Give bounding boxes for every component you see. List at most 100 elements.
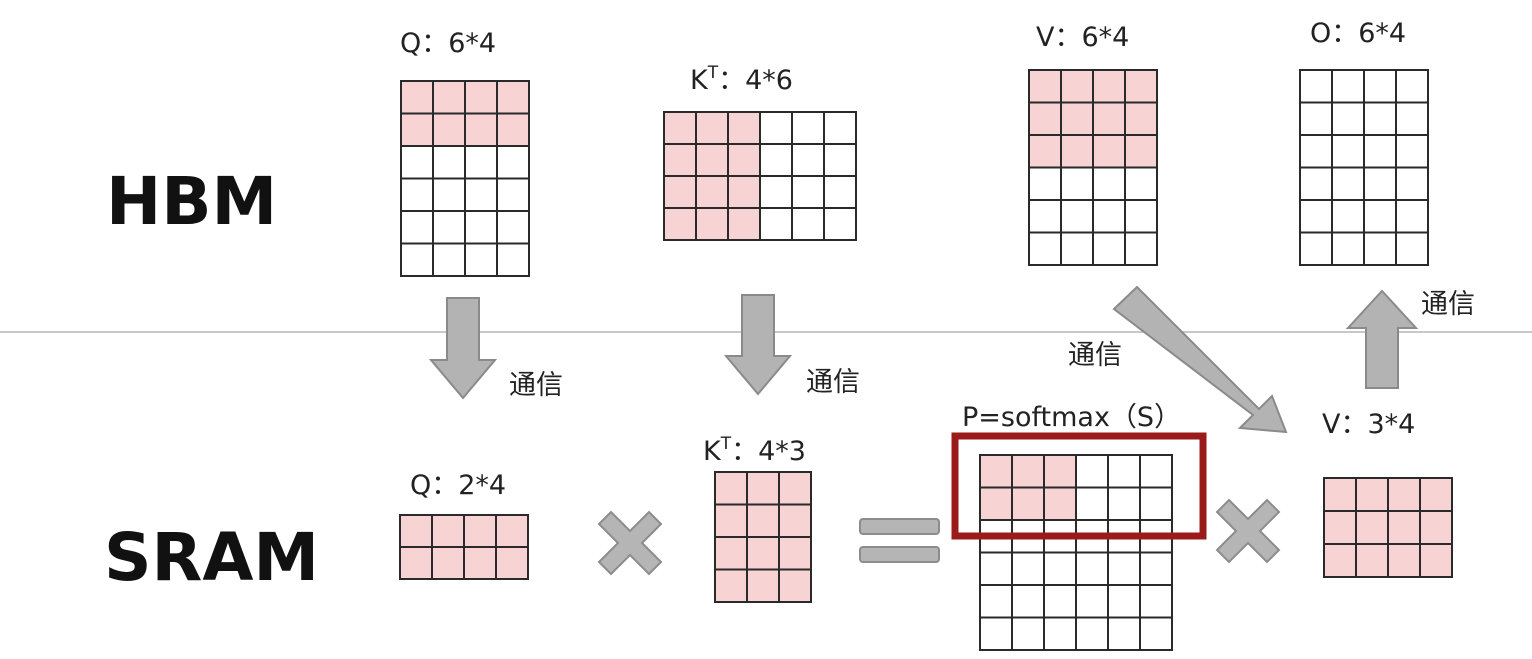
- matrix-cell-highlighted: [727, 143, 761, 177]
- sram-v-label: V：3*4: [1322, 409, 1415, 440]
- matrix-cell: [1299, 166, 1333, 201]
- matrix-cell: [979, 584, 1013, 619]
- matrix-cell-highlighted: [463, 546, 497, 580]
- matrix-cell: [464, 210, 498, 245]
- matrix-cell: [464, 177, 498, 212]
- matrix-cell-highlighted: [778, 503, 812, 538]
- matrix-cell: [1331, 134, 1365, 169]
- matrix-cell: [1092, 166, 1126, 201]
- matrix-cell: [1299, 231, 1333, 266]
- matrix-cell: [759, 143, 793, 177]
- matrix-cell: [1011, 616, 1045, 651]
- matrix-cell-highlighted: [463, 514, 497, 548]
- sram-q-label: Q：2*4: [410, 470, 506, 501]
- matrix-cell: [1395, 134, 1429, 169]
- matrix-cell: [1011, 551, 1045, 586]
- matrix-cell: [432, 145, 466, 180]
- matrix-cell-highlighted: [979, 486, 1013, 521]
- matrix-cell: [791, 111, 825, 145]
- matrix-cell: [1363, 134, 1397, 169]
- matrix-cell: [1124, 199, 1158, 234]
- matrix-cell: [1395, 166, 1429, 201]
- matrix-cell: [1060, 231, 1094, 266]
- multiply-icon: [597, 510, 663, 576]
- matrix-cell: [1363, 166, 1397, 201]
- matrix-cell-highlighted: [1124, 134, 1158, 169]
- matrix-cell-highlighted: [495, 546, 529, 580]
- matrix-cell: [791, 175, 825, 209]
- matrix-cell: [823, 207, 857, 241]
- matrix-cell: [1395, 231, 1429, 266]
- matrix-cell-highlighted: [746, 503, 780, 538]
- hbm-v-matrix: [1028, 69, 1158, 266]
- matrix-cell-highlighted: [1092, 101, 1126, 136]
- matrix-cell: [1331, 69, 1365, 104]
- matrix-cell-highlighted: [431, 514, 465, 548]
- matrix-cell-highlighted: [399, 514, 433, 548]
- matrix-cell-highlighted: [1323, 510, 1357, 545]
- matrix-cell-highlighted: [464, 112, 498, 147]
- matrix-cell-highlighted: [1011, 454, 1045, 489]
- matrix-cell-highlighted: [663, 111, 697, 145]
- matrix-cell: [1363, 199, 1397, 234]
- matrix-cell-highlighted: [746, 471, 780, 506]
- matrix-cell-highlighted: [1419, 477, 1453, 512]
- matrix-cell-highlighted: [1355, 510, 1389, 545]
- matrix-cell-highlighted: [1092, 134, 1126, 169]
- matrix-cell: [791, 207, 825, 241]
- sram-label: SRAM: [104, 519, 319, 596]
- matrix-cell-highlighted: [1043, 486, 1077, 521]
- matrix-cell: [1139, 584, 1173, 619]
- hbm-o-matrix: [1299, 69, 1429, 266]
- matrix-cell: [1107, 616, 1141, 651]
- matrix-cell: [1363, 231, 1397, 266]
- matrix-cell-highlighted: [778, 471, 812, 506]
- matrix-cell-highlighted: [695, 111, 729, 145]
- q-transfer-down-arrow: [428, 297, 498, 400]
- matrix-cell: [496, 210, 530, 245]
- matrix-cell: [1043, 616, 1077, 651]
- matrix-cell: [1107, 454, 1141, 489]
- matrix-cell: [1028, 166, 1062, 201]
- matrix-cell-highlighted: [464, 80, 498, 115]
- matrix-cell: [464, 242, 498, 277]
- matrix-cell: [759, 111, 793, 145]
- matrix-cell: [1043, 584, 1077, 619]
- matrix-cell-highlighted: [1028, 134, 1062, 169]
- matrix-cell-highlighted: [1355, 477, 1389, 512]
- matrix-cell-highlighted: [727, 111, 761, 145]
- matrix-cell-highlighted: [400, 112, 434, 147]
- matrix-cell: [1075, 616, 1109, 651]
- matrix-cell-highlighted: [1387, 543, 1421, 578]
- o-transfer-up-arrow: [1345, 289, 1419, 389]
- sram-p-matrix: [979, 454, 1173, 651]
- matrix-cell-highlighted: [495, 514, 529, 548]
- matrix-cell: [1299, 134, 1333, 169]
- matrix-cell-highlighted: [1028, 101, 1062, 136]
- hbm-q-matrix: [400, 80, 530, 277]
- matrix-cell: [1060, 199, 1094, 234]
- matrix-cell-highlighted: [1124, 101, 1158, 136]
- matrix-cell: [1363, 69, 1397, 104]
- matrix-cell-highlighted: [663, 143, 697, 177]
- matrix-cell: [759, 207, 793, 241]
- matrix-cell-highlighted: [1011, 486, 1045, 521]
- matrix-cell-highlighted: [695, 175, 729, 209]
- matrix-cell-highlighted: [778, 568, 812, 603]
- matrix-cell: [1331, 101, 1365, 136]
- matrix-cell-highlighted: [496, 112, 530, 147]
- hbm-v-label: V：6*4: [1036, 22, 1129, 53]
- matrix-cell-highlighted: [1043, 454, 1077, 489]
- matrix-cell: [432, 177, 466, 212]
- q-transfer-label: 通信: [509, 370, 563, 401]
- sram-kt-matrix: [714, 471, 812, 603]
- matrix-cell-highlighted: [1323, 543, 1357, 578]
- matrix-cell-highlighted: [1060, 69, 1094, 104]
- matrix-cell: [400, 145, 434, 180]
- v-transfer-label: 通信: [1068, 340, 1122, 371]
- matrix-cell: [496, 145, 530, 180]
- hbm-label: HBM: [106, 163, 277, 240]
- matrix-cell: [496, 177, 530, 212]
- hbm-q-label: Q：6*4: [400, 28, 496, 59]
- matrix-cell: [1331, 199, 1365, 234]
